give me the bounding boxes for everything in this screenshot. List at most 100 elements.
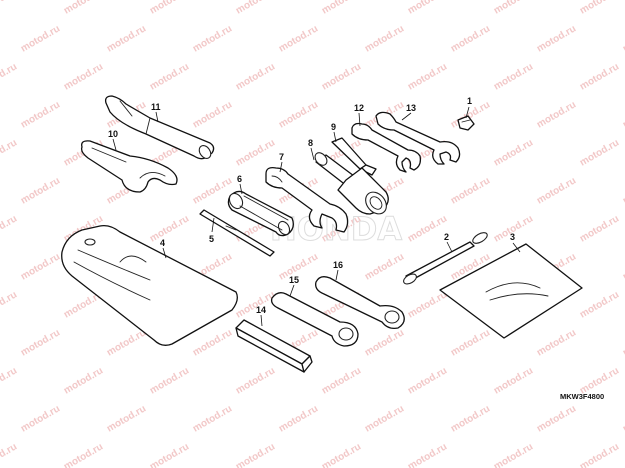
- callout-14: 14: [256, 305, 266, 315]
- watermark-text: motod.ru: [191, 23, 234, 54]
- watermark-text: motod.ru: [578, 289, 621, 320]
- watermark-text: motod.ru: [234, 365, 277, 396]
- watermark-text: motod.ru: [621, 175, 625, 206]
- part-13-wrench[interactable]: [375, 111, 461, 165]
- watermark-text: motod.ru: [19, 327, 62, 358]
- watermark-text: motod.ru: [105, 327, 148, 358]
- diagram-code: MKW3F4800: [560, 392, 604, 401]
- watermark-text: motod.ru: [19, 403, 62, 434]
- watermark-text: motod.ru: [492, 137, 535, 168]
- watermark-text: motod.ru: [234, 137, 277, 168]
- watermark-text: motod.ru: [406, 289, 449, 320]
- callout-labels: 1 2 3 4 5 6 7 8 9 10 11 12 13 14 15 16: [108, 96, 515, 315]
- watermark-text: motod.ru: [535, 99, 578, 130]
- part-3-manual[interactable]: [439, 243, 583, 339]
- watermark-text: motod.ru: [535, 175, 578, 206]
- watermark-text: motod.ru: [234, 61, 277, 92]
- watermark-text: motod.ru: [449, 23, 492, 54]
- watermark-text: motod.ru: [0, 0, 19, 17]
- watermark-text: motod.ru: [621, 23, 625, 54]
- watermark-text: motod.ru: [105, 403, 148, 434]
- watermark-text: motod.ru: [234, 0, 277, 17]
- watermark-text: motod.ru: [621, 327, 625, 358]
- watermark-text: motod.ru: [406, 441, 449, 468]
- callout-11: 11: [151, 102, 161, 112]
- callout-8: 8: [308, 138, 313, 148]
- callout-5: 5: [209, 234, 214, 244]
- watermark-text: motod.ru: [234, 441, 277, 468]
- callout-6: 6: [237, 174, 242, 184]
- watermark-text: motod.ru: [320, 441, 363, 468]
- watermark-text: motod.ru: [320, 365, 363, 396]
- watermark-text: motod.ru: [449, 327, 492, 358]
- watermark-text: motod.ru: [0, 365, 19, 396]
- watermark-text: motod.ru: [148, 365, 191, 396]
- watermark-text: motod.ru: [320, 0, 363, 17]
- watermark-text: motod.ru: [0, 289, 19, 320]
- watermark-text: motod.ru: [148, 441, 191, 468]
- part-2-strap[interactable]: [402, 231, 489, 286]
- watermark-text: motod.ru: [492, 365, 535, 396]
- callout-10: 10: [108, 129, 118, 139]
- watermark-text: motod.ru: [449, 403, 492, 434]
- watermark-text: motod.ru: [148, 0, 191, 17]
- watermark-text: motod.ru: [191, 99, 234, 130]
- watermark-text: motod.ru: [535, 23, 578, 54]
- watermark-text: motod.ru: [19, 251, 62, 282]
- watermark-text: motod.ru: [363, 327, 406, 358]
- part-7-open-wrench[interactable]: [265, 166, 349, 233]
- watermark-text: motod.ru: [492, 0, 535, 17]
- part-16-ring-wrench[interactable]: [315, 276, 405, 330]
- watermark-text: motod.ru: [406, 0, 449, 17]
- watermark-text: motod.ru: [578, 61, 621, 92]
- watermark-text: motod.ru: [19, 99, 62, 130]
- callout-4: 4: [160, 238, 165, 248]
- watermark-text: motod.ru: [535, 327, 578, 358]
- watermark-text: motod.ru: [62, 441, 105, 468]
- watermark-text: motod.ru: [277, 99, 320, 130]
- part-4-tool-bag[interactable]: [61, 224, 238, 346]
- part-10-pin-spanner[interactable]: [80, 140, 178, 193]
- part-5-screwdriver-bit[interactable]: [199, 209, 275, 257]
- part-11-handle[interactable]: [104, 95, 215, 161]
- watermark-text: motod.ru: [320, 61, 363, 92]
- watermark-text: motod.ru: [19, 23, 62, 54]
- part-8-socket-wrench[interactable]: [313, 150, 391, 218]
- watermark-text: motod.ru: [62, 365, 105, 396]
- watermark-text: motod.ru: [406, 365, 449, 396]
- part-14-case[interactable]: [235, 319, 313, 373]
- watermark-text: motod.ru: [535, 403, 578, 434]
- callout-9: 9: [331, 122, 336, 132]
- watermark-text: motod.ru: [621, 251, 625, 282]
- part-15-box-wrench[interactable]: [270, 292, 359, 347]
- watermark-text: motod.ru: [191, 327, 234, 358]
- watermark-text: motod.ru: [492, 61, 535, 92]
- watermark-text: motod.ru: [578, 213, 621, 244]
- watermark-text: motod.ru: [62, 0, 105, 17]
- part-6-screwdriver-handle[interactable]: [227, 190, 294, 237]
- part-12-wrench[interactable]: [351, 122, 422, 173]
- watermark-text: motod.ru: [277, 403, 320, 434]
- watermark-text: motod.ru: [406, 61, 449, 92]
- watermark-text: motod.ru: [406, 213, 449, 244]
- watermark-text: motod.ru: [578, 0, 621, 17]
- watermark-text: motod.ru: [105, 23, 148, 54]
- watermark-text: motod.ru: [62, 61, 105, 92]
- callout-12: 12: [354, 103, 364, 113]
- watermark-text: motod.ru: [148, 213, 191, 244]
- callout-3: 3: [510, 232, 515, 242]
- watermark-text: motod.ru: [449, 175, 492, 206]
- callout-15: 15: [289, 275, 299, 285]
- watermark-text: motod.ru: [621, 99, 625, 130]
- watermark-text: motod.ru: [621, 403, 625, 434]
- watermark-text: motod.ru: [0, 61, 19, 92]
- callout-13: 13: [406, 103, 416, 113]
- watermark-text: motod.ru: [191, 403, 234, 434]
- watermark-text: motod.ru: [0, 213, 19, 244]
- part-9-hex-key[interactable]: [331, 137, 377, 176]
- watermark-text: motod.ru: [277, 23, 320, 54]
- callout-1: 1: [467, 96, 472, 106]
- watermark-text: motod.ru: [492, 441, 535, 468]
